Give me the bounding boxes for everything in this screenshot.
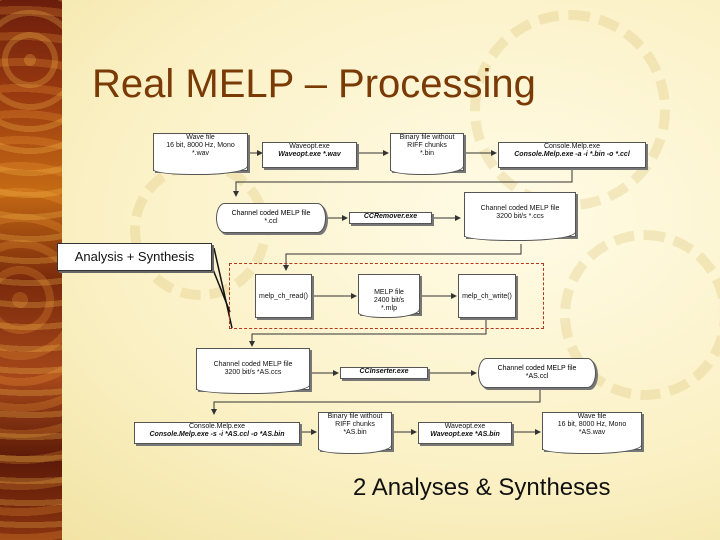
consolemelp-process-1: Console.Melp.exe Console.Melp.exe -a -i …: [498, 142, 646, 168]
binary-file-2: Binary file without RIFF chunks *AS.bin: [318, 412, 392, 454]
waveopt-process-2: Waveopt.exe Waveopt.exe *AS.bin: [418, 422, 512, 444]
ccl-file-1: Channel coded MELP file *.ccl: [216, 203, 326, 233]
slide-title: Real MELP – Processing: [92, 62, 536, 106]
ccl-file-2: Channel coded MELP file *AS.ccl: [478, 358, 596, 388]
consolemelp-process-2: Console.Melp.exe Console.Melp.exe -s -i …: [134, 422, 300, 444]
melp-ch-read-process: melp_ch_read(): [255, 274, 312, 318]
background-gear: [560, 230, 720, 400]
melp-file: MELP file 2400 bit/s *.mlp: [358, 274, 420, 318]
wave-file-input: Wave file 16 bit, 8000 Hz, Mono *.wav: [153, 133, 248, 175]
ccinserter-process: CCInserter.exe: [340, 367, 428, 379]
analysis-synthesis-label: Analysis + Synthesis: [57, 243, 212, 271]
waveopt-process-1: Waveopt.exe Waveopt.exe *.wav: [262, 142, 357, 168]
slide-footer: 2 Analyses & Syntheses: [353, 474, 611, 501]
wave-file-output: Wave file 16 bit, 8000 Hz, Mono *AS.wav: [542, 412, 642, 454]
ccs-file-2: Channel coded MELP file 3200 bit/s *AS.c…: [196, 348, 310, 394]
ccremover-process: CCRemover.exe: [349, 212, 432, 224]
melp-ch-write-process: melp_ch_write(): [458, 274, 516, 318]
decorative-sidebar: [0, 0, 62, 540]
ccs-file-1: Channel coded MELP file 3200 bit/s *.ccs: [464, 192, 576, 241]
analysis-synthesis-group: [229, 263, 544, 329]
binary-file-1: Binary file without RIFF chunks *.bin: [390, 133, 464, 175]
